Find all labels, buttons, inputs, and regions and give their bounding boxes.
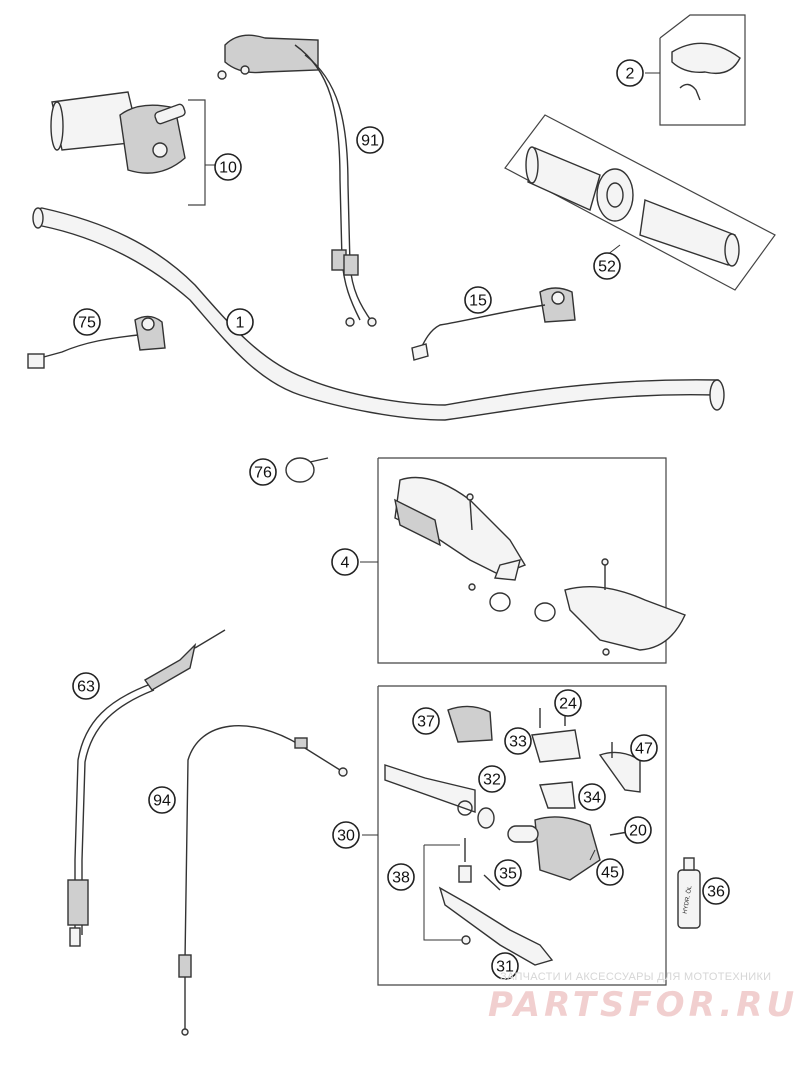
callout-label: 33 [509, 734, 527, 751]
callout-label: 76 [254, 465, 272, 482]
callout-label: 91 [361, 133, 379, 150]
callout-label: 94 [153, 793, 171, 810]
callout-33: 33 [504, 727, 532, 755]
callout-15: 15 [464, 286, 492, 314]
callout-label: 38 [392, 870, 410, 887]
callout-91: 91 [356, 126, 384, 154]
hydraulic-oil-bottle [677, 857, 701, 929]
callout-52: 52 [593, 252, 621, 280]
callout-32: 32 [478, 765, 506, 793]
callout-10: 10 [214, 153, 242, 181]
callout-38: 38 [387, 863, 415, 891]
cable-tie [285, 457, 329, 483]
callout-label: 75 [78, 315, 96, 332]
callout-label: 36 [707, 884, 725, 901]
callout-label: 1 [236, 315, 245, 332]
callout-24: 24 [554, 689, 582, 717]
callout-94: 94 [148, 786, 176, 814]
callout-63: 63 [72, 672, 100, 700]
callout-76: 76 [249, 458, 277, 486]
callout-label: 20 [629, 823, 647, 840]
callout-20: 20 [624, 816, 652, 844]
callout-label: 35 [499, 866, 517, 883]
callout-label: 2 [626, 66, 635, 83]
callout-label: 24 [559, 696, 577, 713]
kill-switch-left [27, 315, 166, 369]
callout-label: 31 [496, 959, 514, 976]
callout-label: 34 [583, 790, 601, 807]
callout-label: 52 [598, 259, 616, 276]
callout-4: 4 [331, 548, 359, 576]
brake-cable [178, 725, 348, 1036]
callout-31: 31 [491, 952, 519, 980]
throttle-grip [50, 91, 215, 206]
callout-36: 36 [702, 877, 730, 905]
watermark-subtitle: ЗАПЧАСТИ И АКСЕССУАРЫ ДЛЯ МОТОТЕХНИКИ [500, 971, 772, 983]
callout-37: 37 [412, 707, 440, 735]
hand-brake-cylinder [362, 685, 667, 986]
callout-45: 45 [596, 858, 624, 886]
callout-34: 34 [578, 783, 606, 811]
callout-label: 4 [341, 555, 350, 572]
callout-label: 10 [219, 160, 237, 177]
throttle-cable [217, 34, 377, 327]
callout-label: 63 [77, 679, 95, 696]
callout-label: 45 [601, 865, 619, 882]
watermark-logo: PARTSFOR.RU [488, 985, 799, 1025]
clutch-cable-hydraulic [67, 629, 226, 947]
callout-35: 35 [494, 859, 522, 887]
callout-label: 37 [417, 714, 435, 731]
callout-75: 75 [73, 308, 101, 336]
callout-label: 15 [469, 293, 487, 310]
callout-label: 32 [483, 772, 501, 789]
callout-label: 30 [337, 828, 355, 845]
kill-switch-right [411, 287, 576, 361]
bottle-label: HYDR. ÖL [682, 885, 694, 915]
callout-label: 47 [635, 741, 653, 758]
callout-47: 47 [630, 734, 658, 762]
callout-1: 1 [226, 308, 254, 336]
handguard-kit [360, 457, 686, 664]
grip-set [504, 114, 776, 291]
grip-end-cap [645, 14, 746, 126]
handlebar [32, 207, 725, 421]
callout-30: 30 [332, 821, 360, 849]
callout-2: 2 [616, 59, 644, 87]
